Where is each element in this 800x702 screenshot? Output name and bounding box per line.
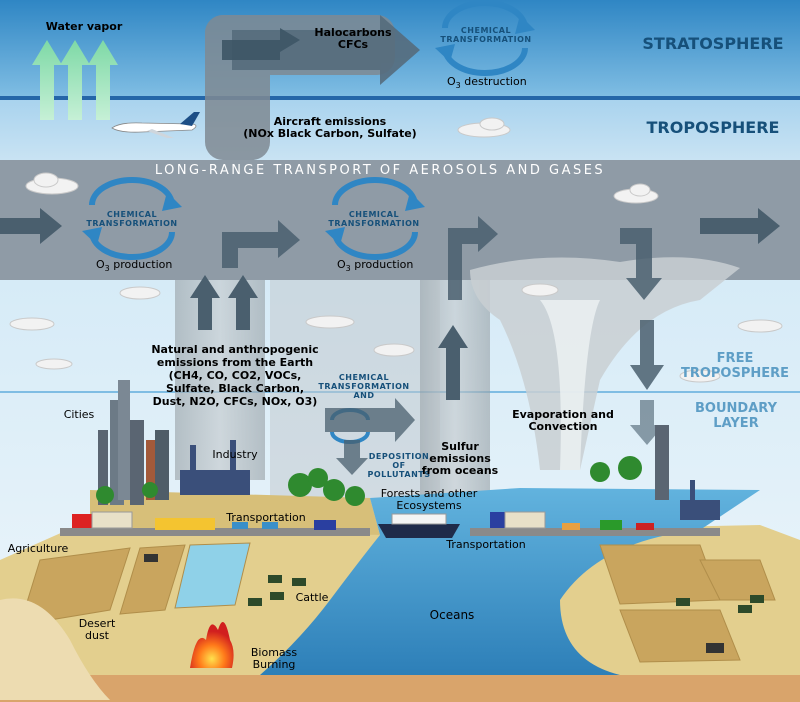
halocarbons-label: Halocarbons [314,26,392,39]
airplane [111,112,200,138]
desert-dust-label: Desert dust [78,617,116,642]
boundary-layer-label: BOUNDARY LAYER [695,401,777,431]
vehicles [72,511,654,530]
o3-production-mid-text: production [354,258,414,271]
clouds [9,117,783,383]
agriculture-fields [19,542,776,663]
industry-label: Industry [212,448,258,461]
cattle [248,575,764,613]
o3-production-left: O3 production [96,258,173,274]
sulfur-emissions-label: Sulfur emissions from oceans [421,440,499,477]
water-vapor-label: Water vapor [45,20,123,33]
biomass-burning-label: Biomass Burning [250,646,298,671]
ship [378,513,460,538]
forests-label: Forests and other Ecosystems [380,487,478,512]
desert-dust [0,598,110,700]
chem-transformation-and: CHEMICAL TRANSFORMATION AND [318,373,410,400]
o3-destruction-label: O3 destruction [447,75,527,91]
chem-transformation-mid: CHEMICAL TRANSFORMATION [328,210,420,228]
chem-transformation-left: CHEMICAL TRANSFORMATION [86,210,178,228]
convection-cloud [470,257,740,470]
transport-arrows [0,208,780,475]
aircraft-emissions-line1: Aircraft emissions [273,115,387,128]
o3-destruction-text: destruction [460,75,527,88]
water-vapor-arrows [32,40,118,120]
trees [96,456,642,506]
transportation-label: Transportation [226,511,306,524]
chem-transformation-top: CHEMICAL TRANSFORMATION [440,26,532,44]
stratosphere-arrow [232,15,420,85]
deposition-label: DEPOSITION OF POLLUTANTS [367,452,431,479]
stratosphere-label: STRATOSPHERE [642,34,784,53]
o3-production-mid: O3 production [337,258,414,274]
city [98,380,169,505]
tractor-right [706,643,724,653]
oceans-label: Oceans [429,608,475,622]
road-left [60,528,370,536]
natural-emissions-label: Natural and anthropogenic emissions from… [151,343,319,408]
biomass-fire [190,622,234,668]
free-troposphere-label: FREE TROPOSPHERE [680,351,790,381]
road-right [470,528,720,536]
industry [180,440,250,495]
transportation-right-label: Transportation [446,538,526,551]
cattle-label: Cattle [295,591,329,604]
agriculture-label: Agriculture [7,542,69,555]
cities-label: Cities [63,408,95,421]
aircraft-emissions-line2: (NOx Black Carbon, Sulfate) [243,127,417,140]
long-range-transport-banner: LONG-RANGE TRANSPORT OF AEROSOLS AND GAS… [154,163,606,178]
evaporation-label: Evaporation and Convection [512,408,614,433]
troposphere-label: TROPOSPHERE [646,118,780,137]
industry-right [655,425,720,520]
o3-production-left-text: production [113,258,173,271]
cfcs-label: CFCs [337,38,369,51]
tractor [144,554,158,562]
